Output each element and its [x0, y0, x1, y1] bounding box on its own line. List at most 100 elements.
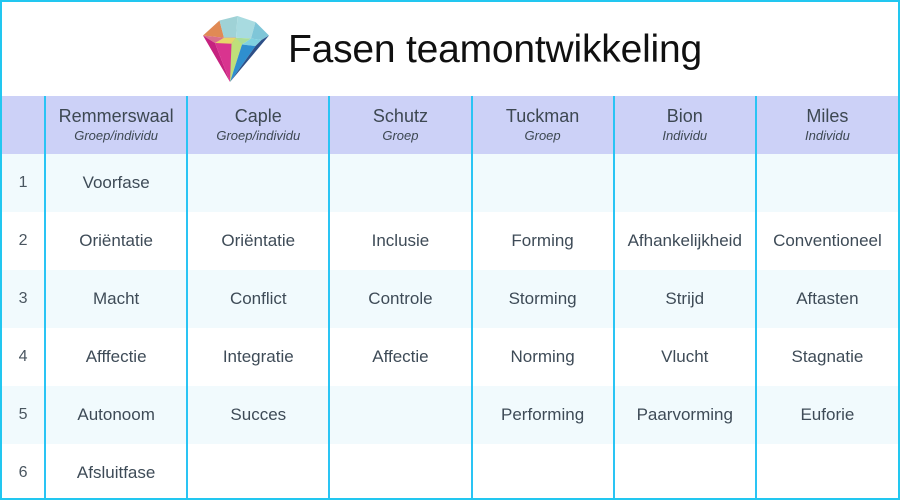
- cell-text: Oriëntatie: [79, 231, 153, 250]
- cell-text: Succes: [230, 405, 287, 424]
- cell-miles: [754, 154, 898, 212]
- row-number: 6: [2, 444, 46, 498]
- cell-caple: Conflict: [186, 270, 330, 328]
- cell-text: Strijd: [665, 289, 705, 308]
- table-header-row: Remmerswaal Groep/individu Caple Groep/i…: [2, 96, 898, 154]
- cell-text: Conflict: [229, 289, 287, 308]
- cell-text: Vlucht: [661, 347, 709, 366]
- cell-text: Paarvorming: [636, 405, 733, 424]
- cell-caple: [186, 444, 330, 498]
- column-subtitle: Individu: [805, 128, 850, 144]
- cell-text: Afhankelijkheid: [627, 231, 742, 250]
- column-header-miles: Miles Individu: [754, 96, 898, 154]
- cell-text: Stagnatie: [791, 347, 864, 366]
- cell-schutz: [328, 386, 472, 444]
- cell-miles: Euforie: [754, 386, 898, 444]
- table-row: 2 Oriëntatie Oriëntatie Inclusie Forming…: [2, 212, 898, 270]
- table-row: 6 Afsluitfase: [2, 444, 898, 498]
- cell-remmerswaal: Oriëntatie: [44, 212, 188, 270]
- cell-schutz: Affectie: [328, 328, 472, 386]
- cell-text: Affectie: [372, 347, 429, 366]
- cell-tuckman: Performing: [470, 386, 614, 444]
- cell-caple: [186, 154, 330, 212]
- brand: Fasen teamontwikkeling: [198, 13, 702, 85]
- row-number: 1: [2, 154, 46, 212]
- column-subtitle: Groep: [524, 128, 561, 144]
- column-name: Bion: [666, 106, 703, 127]
- cell-text: Afffectie: [85, 347, 147, 366]
- cell-schutz: Controle: [328, 270, 472, 328]
- cell-bion: Paarvorming: [612, 386, 756, 444]
- cell-bion: Vlucht: [612, 328, 756, 386]
- cell-text: Norming: [510, 347, 575, 366]
- title-band: Fasen teamontwikkeling: [2, 2, 898, 96]
- table-body: 1 Voorfase 2 Oriëntatie Oriëntatie Inclu…: [2, 154, 898, 498]
- cell-bion: [612, 154, 756, 212]
- table-header: Remmerswaal Groep/individu Caple Groep/i…: [2, 96, 898, 154]
- row-number: 4: [2, 328, 46, 386]
- cell-schutz: Inclusie: [328, 212, 472, 270]
- cell-tuckman: Storming: [470, 270, 614, 328]
- column-header-bion: Bion Individu: [612, 96, 756, 154]
- column-subtitle: Individu: [662, 128, 708, 144]
- cell-remmerswaal: Macht: [44, 270, 188, 328]
- diamond-gem-icon: [203, 16, 269, 82]
- column-name: Tuckman: [505, 106, 580, 127]
- cell-bion: Afhankelijkheid: [612, 212, 756, 270]
- row-number: 3: [2, 270, 46, 328]
- cell-bion: Strijd: [612, 270, 756, 328]
- cell-tuckman: Forming: [470, 212, 614, 270]
- cell-remmerswaal: Voorfase: [44, 154, 188, 212]
- column-header-tuckman: Tuckman Groep: [470, 96, 614, 154]
- cell-caple: Succes: [186, 386, 330, 444]
- cell-miles: Stagnatie: [754, 328, 898, 386]
- column-name: Caple: [234, 106, 282, 127]
- column-name: Miles: [806, 106, 849, 127]
- column-subtitle: Groep: [382, 128, 419, 144]
- column-subtitle: Groep/individu: [216, 128, 301, 144]
- column-header-schutz: Schutz Groep: [328, 96, 472, 154]
- table-row: 5 Autonoom Succes Performing Paarvorming…: [2, 386, 898, 444]
- column-header-number: [2, 96, 46, 154]
- cell-text: Integratie: [222, 347, 294, 366]
- cell-text: Macht: [92, 289, 140, 308]
- cell-text: Conventioneel: [773, 231, 882, 250]
- cell-remmerswaal: Afsluitfase: [44, 444, 188, 498]
- cell-miles: [754, 444, 898, 498]
- cell-tuckman: Norming: [470, 328, 614, 386]
- cell-tuckman: [470, 444, 614, 498]
- column-subtitle: Groep/individu: [74, 128, 159, 144]
- cell-text: Euforie: [800, 405, 855, 424]
- cell-miles: Aftasten: [754, 270, 898, 328]
- table-row: 1 Voorfase: [2, 154, 898, 212]
- phases-table: Remmerswaal Groep/individu Caple Groep/i…: [2, 96, 898, 498]
- cell-bion: [612, 444, 756, 498]
- table-row: 3 Macht Conflict Controle Storming Strij…: [2, 270, 898, 328]
- column-header-caple: Caple Groep/individu: [186, 96, 330, 154]
- cell-text: Voorfase: [82, 173, 150, 192]
- cell-text: Afsluitfase: [76, 463, 156, 482]
- cell-remmerswaal: Afffectie: [44, 328, 188, 386]
- page-title: Fasen teamontwikkeling: [288, 27, 702, 71]
- column-header-remmerswaal: Remmerswaal Groep/individu: [44, 96, 188, 154]
- cell-text: Forming: [511, 231, 574, 250]
- cell-text: Controle: [368, 289, 433, 308]
- cell-text: Aftasten: [796, 289, 859, 308]
- row-number: 2: [2, 212, 46, 270]
- cell-miles: Conventioneel: [754, 212, 898, 270]
- cell-schutz: [328, 154, 472, 212]
- cell-text: Autonoom: [77, 405, 155, 424]
- column-name: Schutz: [372, 106, 428, 127]
- cell-text: Oriëntatie: [221, 231, 296, 250]
- cell-text: Storming: [508, 289, 577, 308]
- cell-caple: Integratie: [186, 328, 330, 386]
- cell-remmerswaal: Autonoom: [44, 386, 188, 444]
- row-number: 5: [2, 386, 46, 444]
- cell-caple: Oriëntatie: [186, 212, 330, 270]
- cell-tuckman: [470, 154, 614, 212]
- cell-schutz: [328, 444, 472, 498]
- column-name: Remmerswaal: [58, 106, 174, 127]
- cell-text: Performing: [501, 405, 585, 424]
- cell-text: Inclusie: [371, 231, 430, 250]
